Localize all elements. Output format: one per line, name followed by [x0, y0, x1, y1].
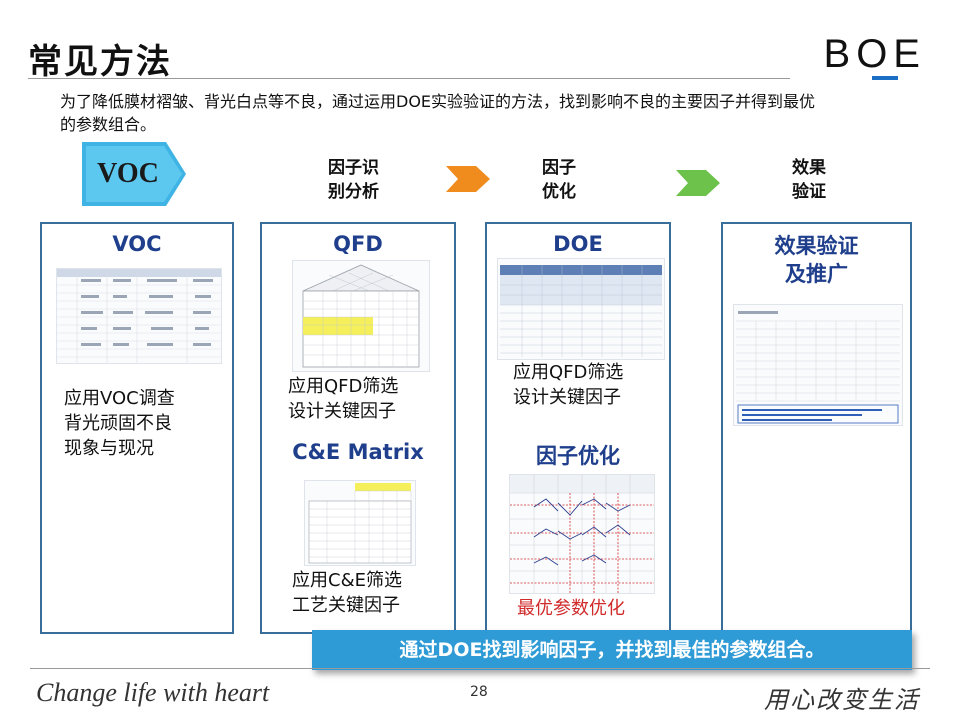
- boe-logo: BOE: [823, 32, 926, 80]
- intro-text: 为了降低膜材褶皱、背光白点等不良，通过运用DOE实验验证的方法，找到影响不良的主…: [60, 92, 816, 134]
- panel-voc: VOC 应用VOC调查 背光顽固不良 现象与现况: [40, 222, 234, 634]
- step3-line1: 效果: [792, 158, 826, 178]
- step-effect-verification: 效果 验证: [792, 156, 826, 204]
- doe-text-line: 设计关键因子: [513, 387, 621, 408]
- ce-matrix-thumbnail: [304, 480, 416, 566]
- panel-verify: 效果验证 及推广: [721, 222, 912, 634]
- step1-line2: 别分析: [328, 182, 379, 202]
- panel-verify-heading: 效果验证 及推广: [723, 232, 910, 288]
- qfd-text-line: 应用QFD筛选: [288, 376, 399, 397]
- voc-text-line: 现象与现况: [64, 438, 154, 459]
- verify-table-thumbnail: [733, 304, 903, 426]
- step3-line2: 验证: [792, 182, 826, 202]
- panel-ce-heading: C&E Matrix: [292, 440, 424, 464]
- factor-optimization-plot-thumbnail: [509, 474, 655, 594]
- voc-text-line: 背光顽固不良: [64, 413, 172, 434]
- footer-cn-slogan: 用心改变生活: [764, 686, 920, 714]
- title-divider: [28, 78, 790, 79]
- voc-text-line: 应用VOC调查: [64, 388, 175, 409]
- panel-doe: DOE 应用QFD筛选 设计关键因子 因子优化: [485, 222, 671, 634]
- step-factor-optimization: 因子 优化: [542, 156, 576, 204]
- doe-text-line: 应用QFD筛选: [513, 362, 624, 383]
- step2-line1: 因子: [542, 158, 576, 178]
- voc-chevron-shape: [82, 142, 186, 206]
- panel-doe-text: 应用QFD筛选 设计关键因子: [513, 360, 623, 410]
- page-title: 常见方法: [28, 42, 172, 82]
- footer-divider: [30, 668, 930, 669]
- voc-table-thumbnail: [56, 268, 222, 364]
- panel-qfd-text: 应用QFD筛选 设计关键因子: [288, 374, 398, 424]
- step1-line1: 因子识: [328, 158, 379, 178]
- logo-accent-bar: [871, 76, 898, 80]
- panel-voc-text: 应用VOC调查 背光顽固不良 现象与现况: [64, 386, 175, 461]
- verify-heading-line: 效果验证: [774, 234, 859, 258]
- ce-text-line: 工艺关键因子: [292, 595, 400, 616]
- footer-slogan: Change life with heart: [36, 678, 270, 707]
- summary-banner: 通过DOE找到影响因子，并找到最佳的参数组合。: [312, 630, 912, 670]
- panel-qfd-heading: QFD: [333, 232, 383, 256]
- voc-chevron-label: VOC: [97, 158, 159, 189]
- panel-doe-heading: DOE: [553, 232, 603, 256]
- ce-text-line: 应用C&E筛选: [292, 570, 402, 591]
- step2-line2: 优化: [542, 182, 576, 202]
- chevron-arrow-green-icon: [676, 170, 720, 196]
- panel-qfd: QFD 应用QFD筛选 设计关键因子 C&E Matrix: [260, 222, 456, 634]
- verify-heading-line: 及推广: [785, 262, 848, 286]
- qfd-house-thumbnail: [292, 260, 430, 372]
- panel-doe-optimal-text: 最优参数优化: [517, 598, 625, 619]
- qfd-text-line: 设计关键因子: [288, 401, 396, 422]
- logo-text: BOE: [823, 32, 926, 76]
- panel-ce-text: 应用C&E筛选 工艺关键因子: [292, 568, 402, 618]
- page-number: 28: [470, 684, 488, 700]
- step-factor-identification: 因子识 别分析: [328, 156, 379, 204]
- doe-table-thumbnail: [497, 258, 665, 360]
- chevron-arrow-orange-icon: [446, 166, 490, 192]
- panel-voc-heading: VOC: [112, 232, 162, 256]
- panel-factor-opt-heading: 因子优化: [536, 444, 620, 468]
